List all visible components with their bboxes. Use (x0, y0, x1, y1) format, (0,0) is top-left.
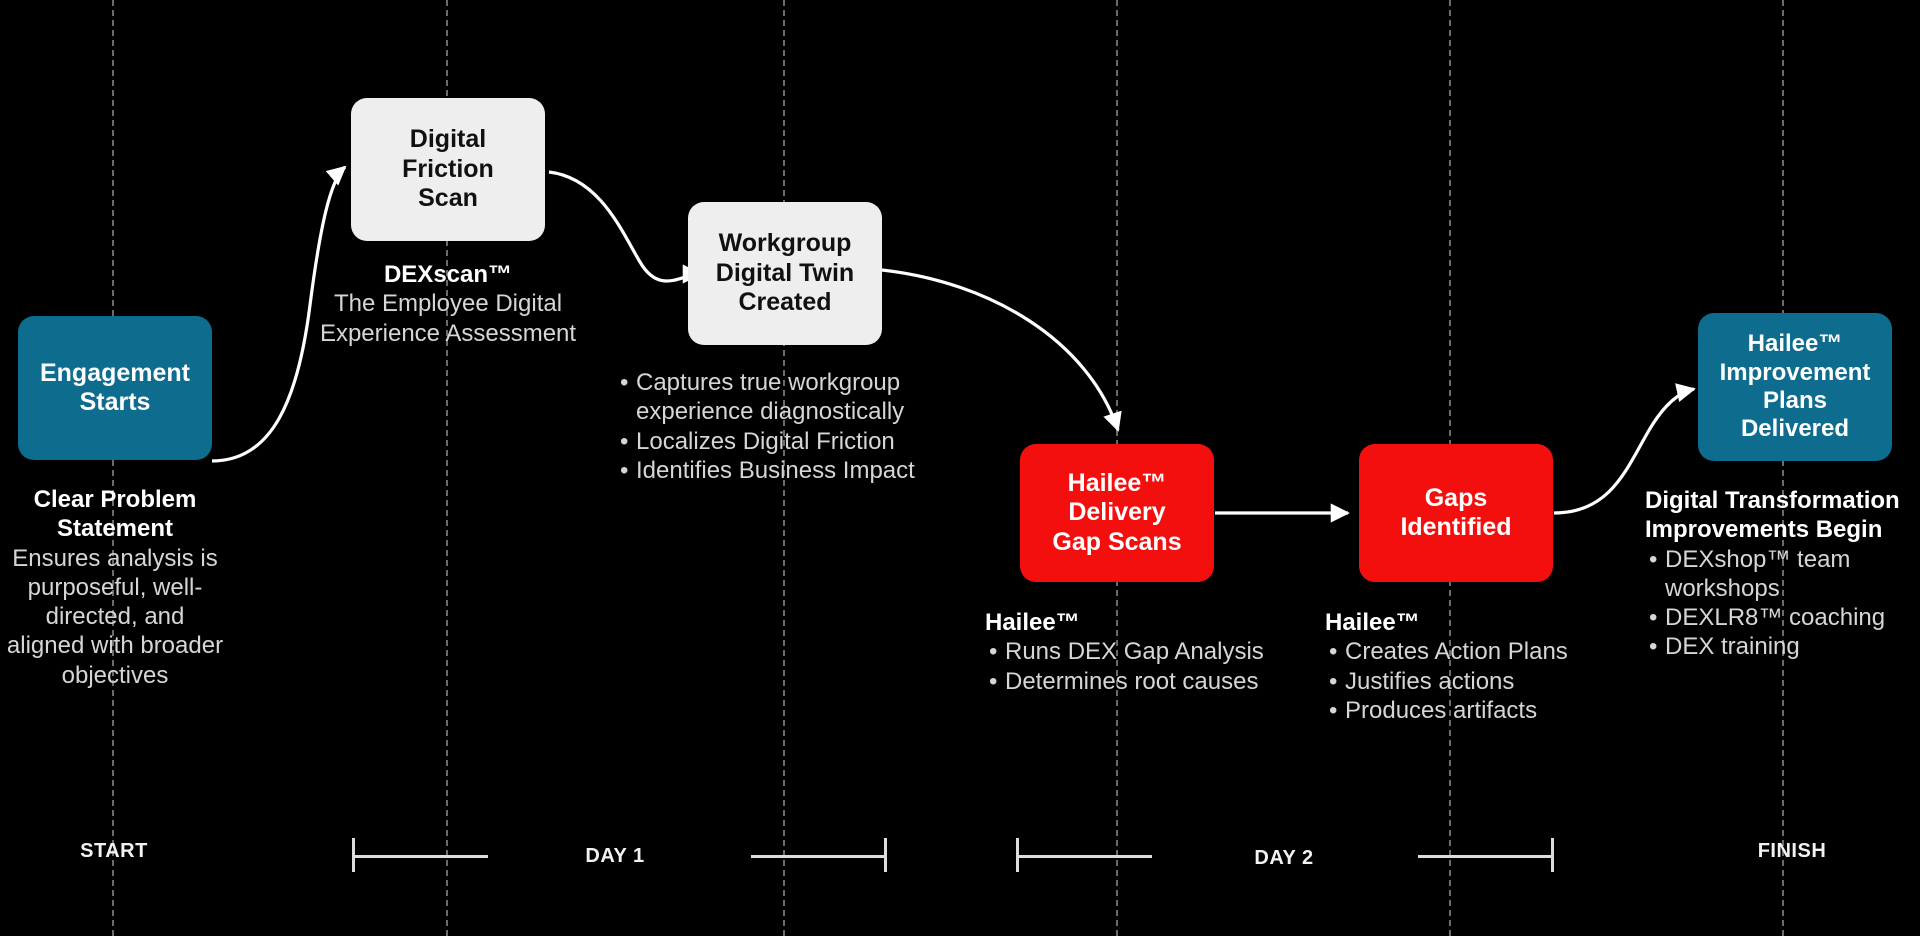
hailee-gap-scans-bullet-list: Runs DEX Gap Analysis Determines root ca… (985, 637, 1285, 696)
node-engagement-starts[interactable]: Engagement Starts (18, 316, 212, 460)
node-hailee-delivery-gap-scans-line-2: Delivery (1068, 498, 1166, 527)
list-item: Captures true workgroup experience diagn… (616, 368, 946, 427)
node-hailee-improvement-plans-delivered[interactable]: Hailee™ Improvement Plans Delivered (1698, 313, 1892, 461)
caption-digital-transformation-title-line-1: Digital Transformation (1645, 487, 1900, 514)
timeline-cap-1a (352, 838, 355, 872)
timeline-label-day1: DAY 1 (585, 845, 645, 867)
list-item: Identifies Business Impact (616, 456, 946, 486)
caption-clear-problem-statement-body: Ensures analysis is purposeful, well-dir… (6, 544, 224, 689)
node-gaps-identified-line-1: Gaps (1424, 483, 1488, 512)
timeline-bracket-4 (1418, 855, 1554, 858)
node-workgroup-digital-twin-created[interactable]: Workgroup Digital Twin Created (688, 202, 882, 345)
node-workgroup-digital-twin-line-2: Digital Twin (715, 258, 855, 287)
timeline-cap-2b (884, 838, 887, 872)
node-hailee-improvement-plans-line-2: Improvement (1719, 358, 1871, 386)
caption-dexscan: DEXscan™ The Employee Digital Experience… (312, 260, 584, 348)
node-hailee-improvement-plans-line-3: Plans (1762, 387, 1828, 414)
caption-hailee-gaps-identified-title: Hailee™ (1325, 609, 1420, 636)
node-gaps-identified[interactable]: Gaps Identified (1359, 444, 1553, 582)
node-digital-friction-scan[interactable]: Digital Friction Scan (351, 98, 545, 241)
timeline-cap-4b (1551, 838, 1554, 872)
node-digital-friction-scan-line-3: Scan (418, 184, 478, 213)
digital-transformation-bullet-list: DEXshop™ team workshops DEXLR8™ coaching… (1645, 545, 1920, 662)
caption-dexscan-title: DEXscan™ (383, 261, 513, 288)
caption-clear-problem-statement: Clear Problem Statement Ensures analysis… (5, 485, 225, 690)
hailee-gaps-identified-bullet-list: Creates Action Plans Justifies actions P… (1325, 637, 1625, 725)
list-item: DEXshop™ team workshops (1645, 545, 1920, 604)
list-item: Justifies actions (1325, 667, 1625, 697)
node-engagement-starts-line-1: Engagement (39, 358, 191, 387)
timeline-bracket-2 (751, 855, 887, 858)
gridline-6 (1782, 0, 1784, 936)
timeline-bracket-3 (1016, 855, 1152, 858)
caption-clear-problem-statement-title-line-2: Statement (56, 515, 174, 543)
list-item: Produces artifacts (1325, 696, 1625, 726)
caption-workgroup-twin-bullets: Captures true workgroup experience diagn… (616, 368, 946, 485)
list-item: DEX training (1645, 632, 1920, 662)
timeline-bracket-1 (352, 855, 488, 858)
node-engagement-starts-line-2: Starts (79, 388, 151, 416)
timeline-label-start: START (80, 840, 148, 862)
list-item: Runs DEX Gap Analysis (985, 637, 1285, 667)
caption-digital-transformation-title-line-2: Improvements Begin (1645, 516, 1883, 544)
node-digital-friction-scan-line-2: Friction (402, 154, 494, 183)
list-item: DEXLR8™ coaching (1645, 603, 1920, 633)
list-item: Localizes Digital Friction (616, 427, 946, 457)
node-gaps-identified-line-2: Identified (1400, 513, 1512, 541)
list-item: Creates Action Plans (1325, 637, 1625, 667)
caption-hailee-gaps-identified: Hailee™ Creates Action Plans Justifies a… (1325, 608, 1625, 725)
node-hailee-delivery-gap-scans[interactable]: Hailee™ Delivery Gap Scans (1020, 444, 1214, 582)
timeline-label-finish: FINISH (1757, 840, 1827, 862)
node-workgroup-digital-twin-line-3: Created (738, 288, 832, 317)
node-hailee-delivery-gap-scans-line-1: Hailee™ (1067, 468, 1167, 497)
caption-digital-transformation: Digital Transformation Improvements Begi… (1645, 486, 1920, 662)
node-hailee-delivery-gap-scans-line-3: Gap Scans (1052, 527, 1182, 556)
node-digital-friction-scan-line-1: Digital (409, 125, 487, 154)
caption-dexscan-body: The Employee Digital Experience Assessme… (319, 290, 577, 347)
gridline-1 (112, 0, 114, 936)
timeline-label-day2: DAY 2 (1254, 847, 1314, 869)
node-hailee-improvement-plans-line-1: Hailee™ (1747, 330, 1843, 358)
workgroup-twin-bullet-list: Captures true workgroup experience diagn… (616, 368, 946, 485)
list-item: Determines root causes (985, 667, 1285, 697)
gridline-2 (446, 0, 448, 936)
node-hailee-improvement-plans-line-4: Delivered (1740, 415, 1850, 443)
node-workgroup-digital-twin-line-1: Workgroup (718, 229, 852, 258)
caption-hailee-gap-scans-title: Hailee™ (985, 609, 1080, 636)
caption-clear-problem-statement-title-line-1: Clear Problem (33, 486, 197, 513)
caption-hailee-gap-scans: Hailee™ Runs DEX Gap Analysis Determines… (985, 608, 1285, 696)
timeline-cap-3a (1016, 838, 1019, 872)
